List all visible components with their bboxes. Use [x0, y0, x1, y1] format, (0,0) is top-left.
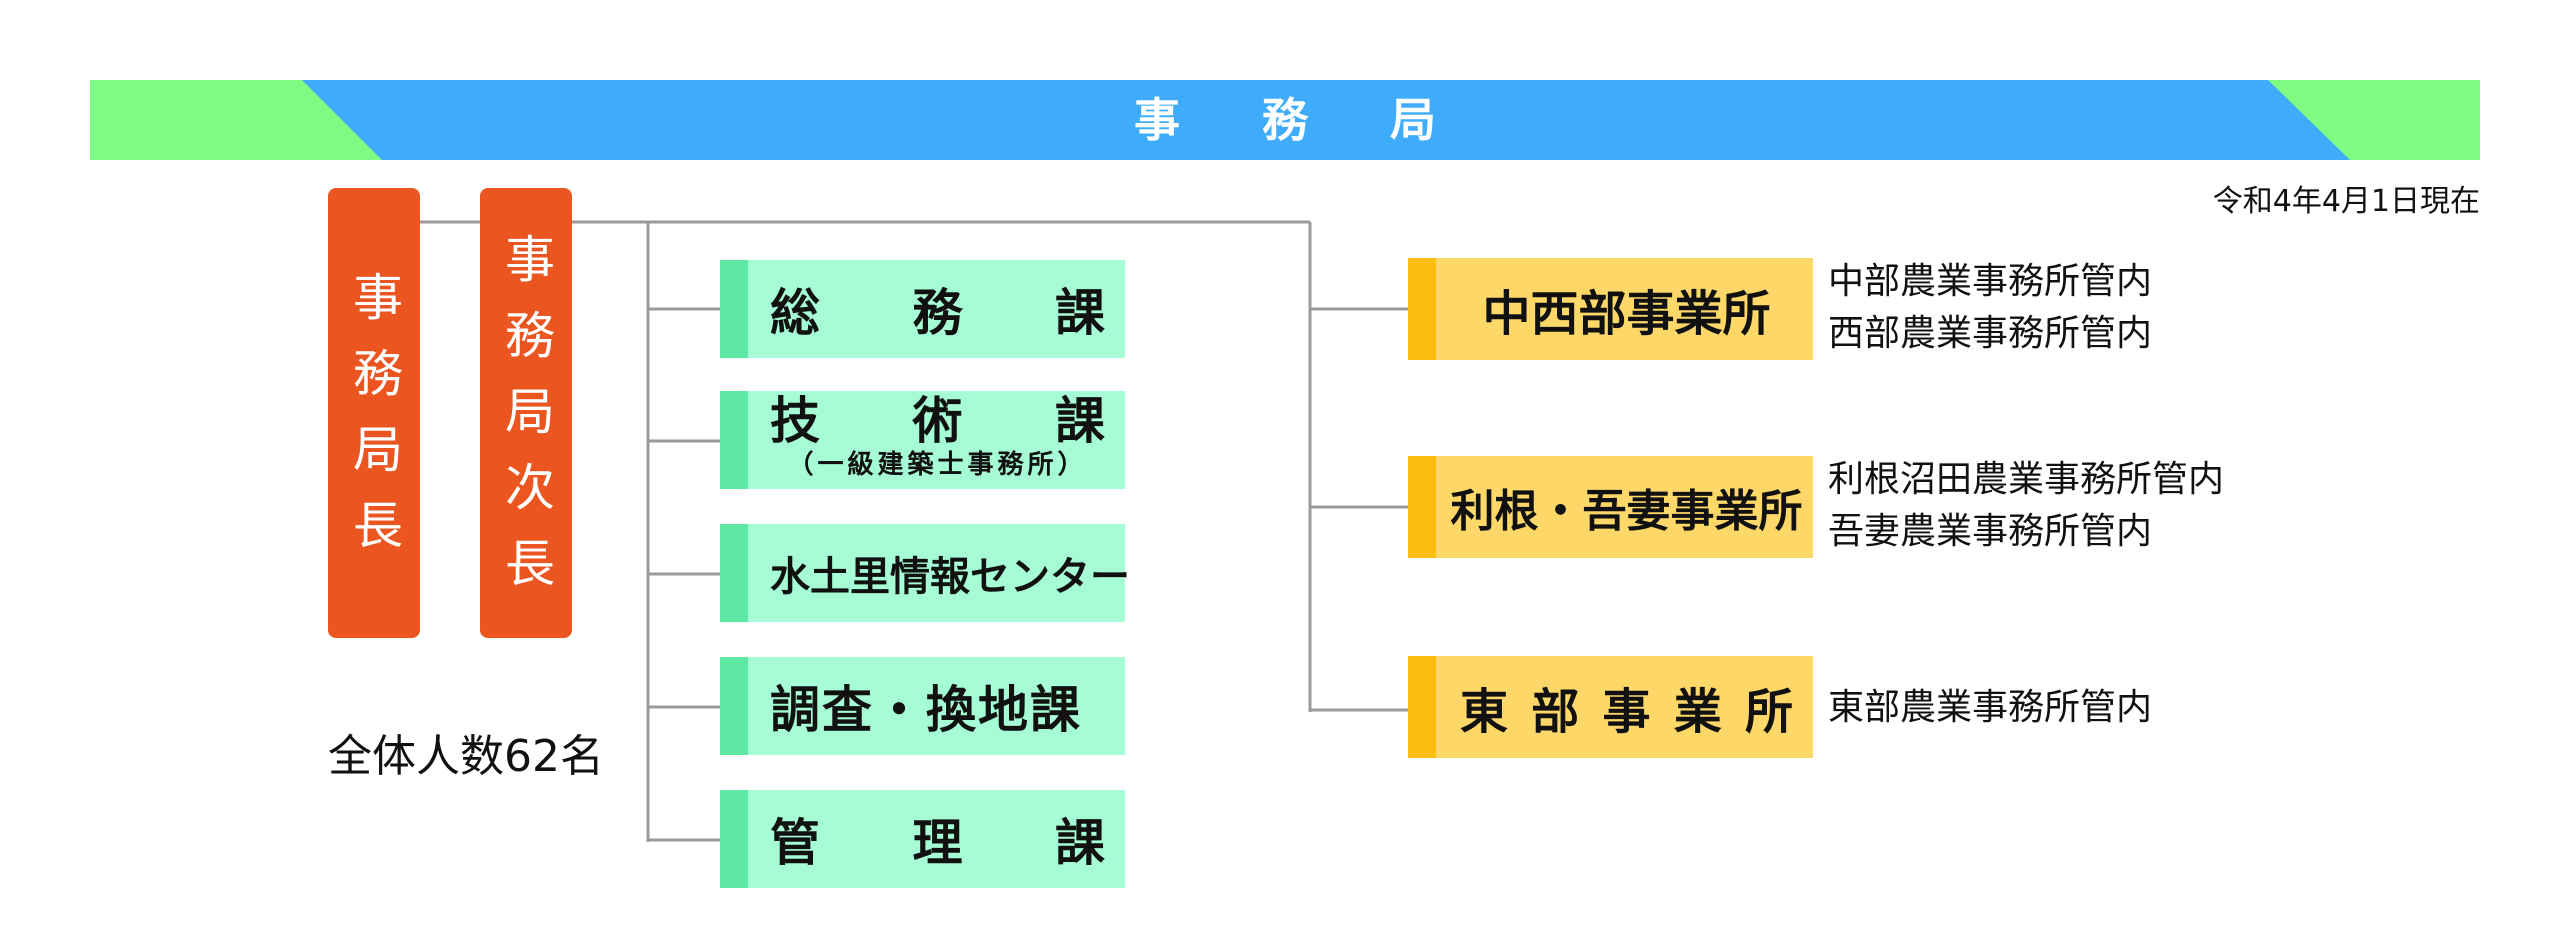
office-stripe: [1408, 258, 1436, 360]
section-management: 管理課: [720, 790, 1125, 888]
banner-shape: [90, 80, 2480, 160]
jurisdiction-line: 中部農業事務所管内: [1828, 261, 2153, 302]
name-char: 技: [770, 392, 820, 450]
name-char: 務: [912, 284, 963, 342]
director-box: 事務局長: [328, 188, 420, 638]
name-char: 事: [1602, 684, 1651, 740]
office-name: 利根・吾妻事業所: [1450, 486, 1803, 537]
office-stripe: [1408, 656, 1436, 758]
name-char: 理: [912, 814, 963, 872]
section-stripe: [720, 260, 748, 358]
jurisdiction-line: 利根沼田農業事務所管内: [1828, 459, 2225, 500]
name-char: 術: [912, 392, 963, 450]
section-name: 技術課: [770, 391, 1105, 453]
section-name: 調査・換地課: [770, 681, 1082, 739]
office-stripe: [1408, 456, 1436, 558]
section-general-affairs: 総務課: [720, 260, 1125, 358]
name-char: 業: [1673, 684, 1722, 740]
name-char: 所: [1744, 684, 1793, 740]
section-technical: 技 術 課 （一級建築士事務所）: [720, 391, 1125, 489]
name-char: 課: [1055, 814, 1105, 872]
office-name: 中西部事業所: [1482, 286, 1771, 342]
office-tone-agatsuma-jurisdiction: 利根沼田農業事務所管内 吾妻農業事務所管内: [1828, 454, 2224, 558]
banner-title: 事務局: [1134, 93, 1518, 147]
office-east-jurisdiction: 東部農業事務所管内: [1828, 682, 2152, 734]
name-char: 東: [1460, 684, 1509, 740]
section-name: 水土里情報センター: [770, 554, 1130, 600]
name-char: 課: [1055, 392, 1105, 450]
office-central-west: 中西部事業所: [1408, 258, 1813, 360]
name-char: 総: [770, 284, 820, 342]
section-stripe: [720, 524, 748, 622]
section-name: 管理課: [770, 790, 1105, 888]
name-char: 管: [770, 814, 820, 872]
office-name: 東部事業所: [1456, 656, 1797, 758]
banner-blue-center: [302, 80, 2350, 160]
jurisdiction-line: 吾妻農業事務所管内: [1828, 511, 2153, 552]
section-stripe: [720, 657, 748, 755]
jurisdiction-line: 東部農業事務所管内: [1828, 687, 2153, 728]
deputy-director-box: 事務局次長: [480, 188, 572, 638]
banner: 事務局: [90, 80, 2480, 160]
name-char: 課: [1055, 284, 1105, 342]
total-staff-label: 全体人数62名: [328, 731, 604, 782]
section-info-center: 水土里情報センター: [720, 524, 1130, 622]
section-stripe: [720, 790, 748, 888]
section-subtitle: （一級建築士事務所）: [787, 450, 1088, 480]
section-stripe: [720, 391, 748, 489]
office-east: 東部事業所: [1408, 656, 1813, 758]
office-tone-agatsuma: 利根・吾妻事業所: [1408, 456, 1813, 558]
jurisdiction-line: 西部農業事務所管内: [1828, 313, 2153, 354]
name-char: 部: [1531, 684, 1580, 740]
section-survey-replotting: 調査・換地課: [720, 657, 1125, 755]
office-central-west-jurisdiction: 中部農業事務所管内 西部農業事務所管内: [1828, 256, 2152, 360]
as-of-date: 令和4年4月1日現在: [2212, 184, 2480, 219]
section-name: 総務課: [770, 260, 1105, 358]
